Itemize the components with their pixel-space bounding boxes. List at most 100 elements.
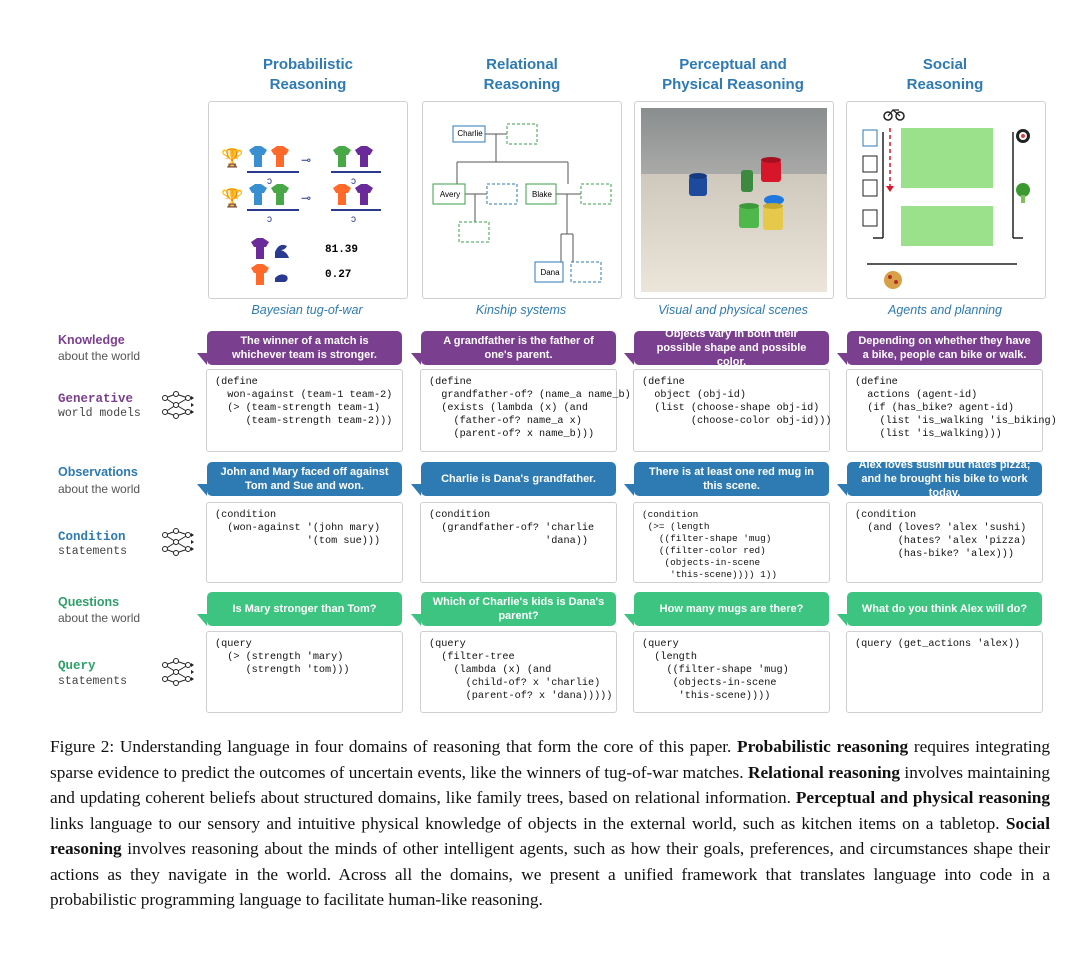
orange-strength-value: 0.27 bbox=[325, 269, 352, 281]
green-can bbox=[741, 170, 753, 192]
query-code-block: (query (filter-tree (lambda (x) (and (ch… bbox=[420, 631, 617, 713]
observation-bubble: John and Mary faced off against Tom and … bbox=[197, 462, 402, 496]
question-bubble: What do you think Alex will do? bbox=[837, 592, 1042, 626]
caption-kinship: Kinship systems bbox=[475, 303, 567, 317]
scene-panel bbox=[634, 101, 834, 299]
family-tree-diagram bbox=[432, 123, 612, 283]
tshirt-icon bbox=[251, 238, 269, 259]
question-bubble: Which of Charlie's kids is Dana's parent… bbox=[411, 592, 616, 626]
title-line: Probabilistic bbox=[262, 56, 354, 73]
blue-mug bbox=[689, 173, 707, 196]
label-condition-sub: statements bbox=[58, 545, 128, 558]
title-line: Reasoning bbox=[269, 76, 347, 93]
define-code-block: (define actions (agent-id) (if (has_bike… bbox=[846, 369, 1057, 452]
neural-network-icon bbox=[162, 391, 194, 419]
kin-node-blake: Blake bbox=[531, 190, 552, 199]
neural-network-icon bbox=[162, 528, 194, 556]
label-questions-sub: about the world bbox=[58, 611, 141, 625]
bike-icon bbox=[883, 109, 905, 121]
kin-node-charlie: Charlie bbox=[457, 129, 483, 138]
title-line: Physical Reasoning bbox=[662, 76, 804, 93]
building-icon bbox=[862, 129, 878, 147]
yellow-mug bbox=[763, 203, 783, 230]
tshirt-icon bbox=[355, 146, 373, 167]
purple-strength-value: 81.39 bbox=[325, 244, 359, 256]
green-mug bbox=[739, 203, 759, 228]
title-line: Relational bbox=[486, 56, 558, 73]
blue-bowl bbox=[764, 195, 784, 205]
building-icon bbox=[862, 155, 878, 173]
condition-code-block: (condition (grandfather-of? 'charlie 'da… bbox=[420, 502, 617, 583]
kin-node-avery: Avery bbox=[439, 190, 461, 199]
caption-bold: Probabilistic reasoning bbox=[737, 737, 909, 756]
caption-text: requires integrating sparse evidence to … bbox=[50, 737, 1051, 782]
caption-bold: Relational reasoning bbox=[748, 762, 900, 782]
define-code-block: (define grandfather-of? (name_a name_b) … bbox=[420, 369, 631, 452]
define-code-block: (define object (obj-id) (list (choose-sh… bbox=[633, 369, 832, 452]
caption-scene: Visual and physical scenes bbox=[658, 303, 808, 317]
caption-tug-of-war: Bayesian tug-of-war bbox=[251, 303, 363, 317]
broccoli-icon bbox=[1016, 183, 1030, 203]
column-title-probabilistic: Probabilistic Reasoning bbox=[203, 55, 413, 95]
column-title-perceptual: Perceptual and Physical Reasoning bbox=[628, 55, 838, 95]
caption-text: links language to our sensory and intuit… bbox=[50, 813, 1006, 833]
knowledge-bubble: The winner of a match is whichever team … bbox=[197, 331, 402, 365]
svg-text:⊸: ⊸ bbox=[301, 153, 311, 167]
label-knowledge: Knowledge bbox=[58, 333, 125, 347]
red-mug bbox=[761, 157, 781, 182]
query-code-block: (query (length ((filter-shape 'mug) (obj… bbox=[633, 631, 830, 713]
trophy-icon: 🏆 bbox=[221, 147, 243, 168]
svg-text:ͻ: ͻ bbox=[351, 214, 356, 225]
agents-panel bbox=[846, 101, 1046, 299]
tug-of-war-illustration: 🏆 ⊸ ͻ ͻ 🏆 ⊸ ͻ ͻ bbox=[221, 146, 381, 285]
observation-bubble: Charlie is Dana's grandfather. bbox=[411, 462, 616, 496]
tug-of-war-panel: 🏆 ⊸ ͻ ͻ 🏆 ⊸ ͻ ͻ 81.39 0.27 bbox=[208, 101, 408, 299]
tshirt-icon bbox=[249, 184, 267, 205]
tshirt-icon bbox=[251, 264, 269, 285]
agents-map bbox=[862, 109, 1030, 289]
tshirt-icon bbox=[355, 184, 373, 205]
figure-caption: Figure 2: Understanding language in four… bbox=[50, 734, 1050, 913]
caption-text: involves reasoning about the minds of ot… bbox=[50, 839, 1050, 909]
query-code-block: (query (get_actions 'alex)) bbox=[846, 631, 1043, 713]
label-generative: Generative bbox=[58, 392, 134, 406]
knowledge-bubble: A grandfather is the father of one's par… bbox=[411, 331, 616, 365]
caption-text: Figure 2: Understanding language in four… bbox=[50, 737, 738, 756]
label-condition: Condition bbox=[58, 530, 126, 544]
tshirt-icon bbox=[333, 146, 351, 167]
knowledge-bubble: Depending on whether they have a bike, p… bbox=[837, 331, 1042, 365]
label-observations-sub: about the world bbox=[58, 482, 141, 496]
trophy-icon: 🏆 bbox=[221, 187, 243, 208]
title-line: Reasoning bbox=[906, 76, 984, 93]
define-code-block: (define won-against (team-1 team-2) (> (… bbox=[206, 369, 403, 452]
title-line: Social bbox=[922, 56, 968, 73]
label-questions: Questions bbox=[58, 595, 120, 609]
condition-code-block: (condition (won-against '(john mary) '(t… bbox=[206, 502, 403, 583]
label-query: Query bbox=[58, 659, 96, 673]
caption-bold: Social reasoning bbox=[50, 813, 1050, 859]
sushi-icon bbox=[1016, 129, 1030, 143]
condition-code-block: (condition (and (loves? 'alex 'sushi) (h… bbox=[846, 502, 1043, 583]
building-icon bbox=[862, 179, 878, 197]
column-title-social: Social Reasoning bbox=[840, 55, 1050, 95]
title-line: Perceptual and bbox=[679, 56, 787, 73]
svg-text:ͻ: ͻ bbox=[267, 214, 272, 225]
pizza-icon bbox=[884, 271, 902, 289]
tshirt-icon bbox=[249, 146, 267, 167]
caption-agents: Agents and planning bbox=[888, 303, 1002, 317]
svg-text:ͻ: ͻ bbox=[351, 176, 356, 187]
label-generative-sub: world models bbox=[58, 407, 141, 420]
knowledge-bubble: Objects vary in both their possible shap… bbox=[624, 328, 829, 368]
label-observations: Observations bbox=[58, 465, 138, 479]
label-knowledge-sub: about the world bbox=[58, 349, 141, 363]
tshirt-icon bbox=[271, 184, 289, 205]
svg-text:ͻ: ͻ bbox=[267, 176, 272, 187]
question-bubble: How many mugs are there? bbox=[624, 592, 829, 626]
tshirt-icon bbox=[333, 184, 351, 205]
svg-text:⊸: ⊸ bbox=[301, 191, 311, 205]
observation-bubble: Alex loves sushi but hates pizza; and he… bbox=[837, 459, 1042, 499]
building-icon bbox=[862, 209, 878, 227]
title-line: Reasoning bbox=[483, 76, 561, 93]
kin-node-dana: Dana bbox=[540, 268, 560, 277]
caption-text: involves maintaining and updating cohere… bbox=[50, 762, 1050, 808]
